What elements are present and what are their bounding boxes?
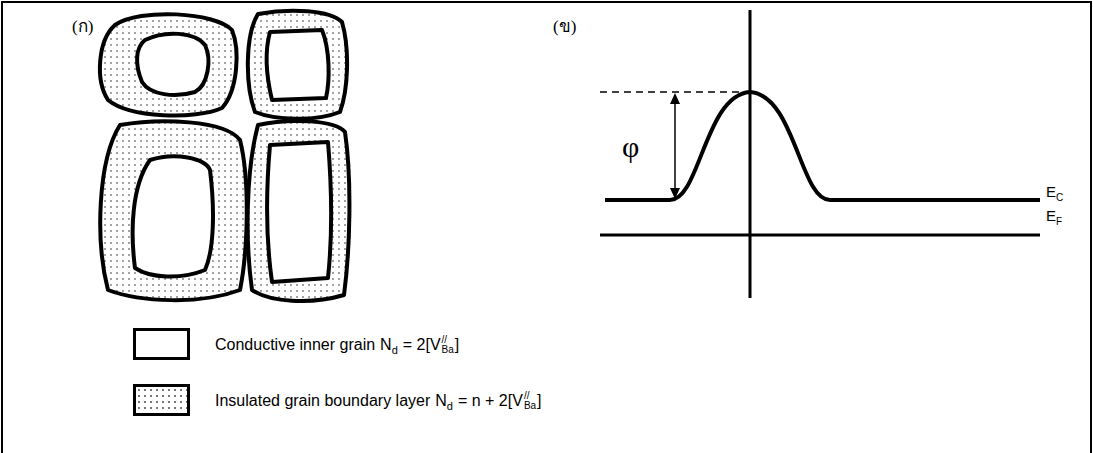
formula-symbol: N (380, 336, 392, 354)
formula-text: = 2[ (403, 336, 430, 354)
grain-boundary (100, 14, 237, 115)
grain-boundary (248, 11, 347, 119)
formula-text: = n + 2[ (458, 392, 512, 410)
dashed-level (600, 91, 750, 93)
legend-row: Insulated grain boundary layer Nd = n + 2[… (215, 387, 542, 415)
grain-swatch (133, 328, 190, 360)
barrier-arrow (670, 93, 680, 199)
formula-subscript: Ba (524, 401, 536, 411)
formula-indices: //Ba (524, 391, 536, 411)
conduction-band (605, 92, 1040, 200)
energy-level-label: EC (1046, 183, 1063, 200)
grain-boundary (248, 121, 350, 301)
energy-subscript: C (1056, 192, 1063, 203)
grain-boundary (100, 121, 247, 300)
inner-grain (267, 30, 329, 100)
legend-row: Conductive inner grain Nd = 2[V//Ba] (215, 331, 459, 359)
energy-symbol: E (1046, 183, 1056, 200)
panel-label: (ข) (553, 12, 576, 39)
inner-grain (137, 34, 208, 95)
formula-subscript: d (392, 344, 398, 356)
energy-symbol: E (1046, 207, 1056, 224)
formula-symbol: V (512, 392, 523, 410)
inner-grain (267, 142, 331, 282)
formula-subscript: d (447, 400, 453, 412)
energy-level-label: EF (1046, 207, 1062, 224)
formula-superscript: // (442, 335, 454, 345)
energy-subscript: F (1056, 216, 1062, 227)
formula-text: ] (455, 336, 459, 354)
panel-label: (ก) (72, 12, 93, 39)
fermi-level (600, 234, 1040, 237)
formula-symbol: V (430, 336, 441, 354)
axis (749, 10, 752, 298)
boundary-swatch (133, 384, 190, 416)
barrier-symbol: φ (622, 130, 639, 164)
formula-superscript: // (524, 391, 536, 401)
formula-symbol: N (435, 392, 447, 410)
formula-subscript: Ba (442, 345, 454, 355)
formula-indices: //Ba (442, 335, 454, 355)
legend-text: Conductive inner grain (215, 336, 375, 354)
formula-text: ] (537, 392, 541, 410)
legend-text: Insulated grain boundary layer (215, 392, 430, 410)
inner-grain (133, 156, 213, 276)
